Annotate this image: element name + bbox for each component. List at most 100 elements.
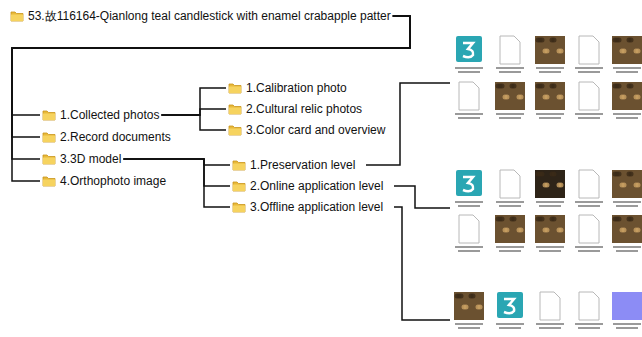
caption-bar (536, 246, 564, 248)
image-texture (636, 183, 641, 188)
image-texture (540, 172, 545, 177)
document-icon (579, 215, 599, 243)
caption-bar (458, 327, 480, 329)
image-texture (617, 84, 622, 89)
caption-bar (613, 201, 641, 203)
image-texture (540, 84, 545, 89)
folder-front (11, 15, 23, 22)
folder-front (43, 180, 55, 187)
caption-bar (536, 113, 564, 115)
file-thumbnail (575, 215, 603, 252)
image-texture (629, 172, 634, 177)
caption-bar (455, 113, 483, 115)
folder-front (43, 158, 55, 165)
tree-connector (12, 16, 410, 181)
caption-bar (575, 246, 603, 248)
document-icon (500, 170, 520, 198)
image-icon (454, 292, 484, 320)
folder-front (229, 129, 241, 136)
image-texture (540, 38, 545, 43)
image-texture (629, 217, 634, 222)
image-texture (552, 84, 557, 89)
folder-shape (43, 177, 55, 186)
caption-bar (496, 67, 524, 69)
file-thumbnail (454, 292, 484, 329)
folder-icon (232, 159, 246, 171)
document-icon (579, 82, 599, 110)
caption-bar (575, 113, 603, 115)
image-texture (622, 228, 627, 233)
file-thumbnail (575, 292, 603, 329)
document-icon (540, 292, 560, 320)
image-texture (545, 228, 550, 233)
image-texture (622, 183, 627, 188)
image-texture (636, 95, 641, 100)
image-texture (617, 172, 622, 177)
caption-bar (616, 250, 638, 252)
image-texture (636, 49, 641, 54)
caption-bar (499, 327, 521, 329)
tree-connector (161, 109, 226, 115)
caption-bar (578, 250, 600, 252)
file-thumbnail (612, 292, 642, 329)
image-texture (545, 95, 550, 100)
image-texture (559, 183, 564, 188)
file-thumbnail (496, 292, 524, 329)
folder-icon (42, 109, 56, 121)
image-texture (500, 84, 505, 89)
file-thumbnail (455, 215, 483, 252)
image-texture (505, 95, 510, 100)
caption-bar (575, 67, 603, 69)
folder-icon (228, 124, 242, 136)
folder-label: 53.故116164-Qianlong teal candlestick wit… (28, 9, 391, 23)
document-icon (459, 82, 479, 110)
file-thumbnail (612, 36, 642, 73)
caption-bar (455, 246, 483, 248)
image-texture (617, 38, 622, 43)
caption-bar (536, 201, 564, 203)
file-thumbnail (575, 82, 603, 119)
folder-node: 2.Record documents (40, 129, 173, 145)
file-thumbnail (495, 215, 525, 252)
caption-bar (458, 250, 480, 252)
caption-bar (458, 117, 480, 119)
image-texture (629, 84, 634, 89)
caption-bar (616, 327, 638, 329)
document-icon (459, 215, 479, 243)
image-texture (519, 228, 524, 233)
file-thumbnail (535, 36, 565, 73)
folder-node: 4.Orthophoto image (40, 173, 168, 189)
folder-icon (42, 131, 56, 143)
folder-node: 3.3D model (40, 151, 123, 167)
caption-bar (616, 117, 638, 119)
image-texture (478, 305, 483, 310)
folder-front (233, 164, 245, 171)
caption-bar (499, 250, 521, 252)
caption-bar (496, 201, 524, 203)
folder-node: 2.Online application level (230, 178, 385, 194)
caption-bar (578, 71, 600, 73)
folder-node: 1.Collected photos (40, 107, 161, 123)
folder-node: 3.Color card and overview (226, 122, 387, 138)
image-texture (622, 49, 627, 54)
folder-front (229, 87, 241, 94)
leader-line (394, 186, 450, 208)
document-icon (579, 36, 599, 64)
document-icon (579, 170, 599, 198)
texture-icon (612, 292, 642, 320)
file-thumbnail (612, 82, 642, 119)
caption-bar (539, 117, 561, 119)
folder-front (233, 185, 245, 192)
folder-label: 3.Offline application level (250, 200, 383, 214)
document-icon (579, 292, 599, 320)
folder-label: 4.Orthophoto image (60, 174, 166, 188)
tree-connector (12, 16, 410, 137)
folder-icon (42, 175, 56, 187)
folder-shape (233, 203, 245, 212)
caption-bar (578, 205, 600, 207)
folder-node: 1.Calibration photo (226, 80, 349, 96)
caption-bar (536, 323, 564, 325)
tree-connector (123, 159, 230, 165)
caption-bar (575, 201, 603, 203)
